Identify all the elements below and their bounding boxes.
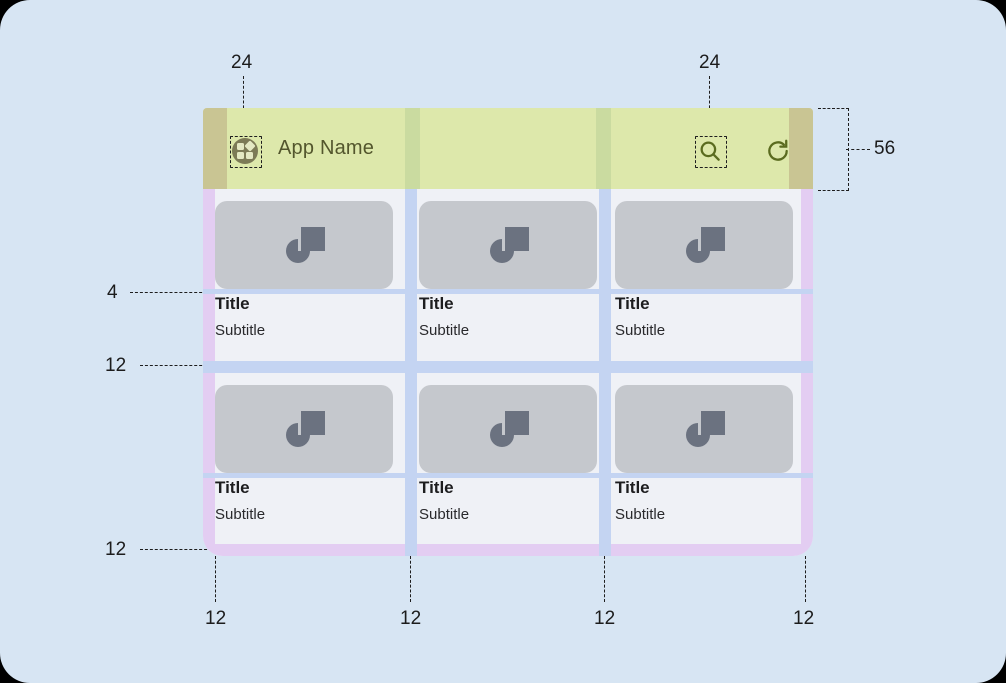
- card-meta: Title Subtitle: [215, 478, 393, 525]
- annotation-label-4: 4: [107, 282, 118, 303]
- card-thumbnail: [215, 385, 393, 473]
- annotation-label-12-left-margin: 12: [205, 608, 227, 629]
- app-title: App Name: [278, 137, 375, 159]
- appbar-left-padding-overlay: [203, 108, 227, 189]
- annotation-leader-24-left: [243, 76, 244, 128]
- card-thumbnail: [615, 201, 793, 289]
- grid-image-title-gap-row2: [203, 473, 813, 478]
- annotation-label-12-rowgutter: 12: [105, 355, 127, 376]
- annotation-bracket-appbar-height: [818, 108, 849, 191]
- grid-bottom-padding-overlay: [203, 544, 813, 556]
- appbar-right-padding-overlay: [789, 108, 813, 189]
- annotation-leader-4: [130, 292, 212, 293]
- refresh-icon[interactable]: [765, 138, 791, 164]
- image-placeholder-icon: [286, 411, 325, 447]
- annotation-leader-12-left-margin: [215, 556, 216, 602]
- device-frame: App Name: [203, 108, 813, 556]
- image-placeholder-icon: [490, 227, 529, 263]
- card-thumbnail: [419, 201, 597, 289]
- annotation-label-24-left: 24: [231, 52, 253, 73]
- card-meta: Title Subtitle: [419, 294, 597, 341]
- appbar-gutter-overlay-2: [596, 108, 611, 189]
- image-placeholder-icon: [686, 411, 725, 447]
- annotation-label-12-gutter-2: 12: [594, 608, 616, 629]
- card-subtitle: Subtitle: [215, 506, 266, 523]
- annotation-leader-12-rowgutter: [140, 365, 212, 366]
- appbar-gutter-overlay-1: [405, 108, 420, 189]
- annotation-label-12-gutter-1: 12: [400, 608, 422, 629]
- annotation-label-12-right-margin: 12: [793, 608, 815, 629]
- annotation-label-56: 56: [874, 138, 896, 159]
- annotation-leader-24-right: [709, 76, 710, 128]
- annotation-leader-56: [846, 149, 870, 150]
- card-subtitle: Subtitle: [615, 322, 666, 339]
- card-subtitle: Subtitle: [615, 506, 666, 523]
- annotation-leader-12-right-margin: [805, 556, 806, 602]
- image-placeholder-icon: [490, 411, 529, 447]
- annotation-label-24-right: 24: [699, 52, 721, 73]
- annotation-leader-12-gutter-2: [604, 556, 605, 602]
- card-subtitle: Subtitle: [419, 506, 470, 523]
- grid-row-gutter: [203, 361, 813, 373]
- card-grid: Title Subtitle Title Subtitle: [203, 189, 813, 556]
- image-placeholder-icon: [686, 227, 725, 263]
- widget-diamond: [244, 140, 256, 152]
- card-subtitle: Subtitle: [215, 322, 266, 339]
- card-meta: Title Subtitle: [615, 294, 793, 341]
- card-title: Title: [419, 478, 454, 497]
- app-widgets-icon[interactable]: [232, 138, 258, 164]
- widget-square-1: [237, 143, 244, 150]
- card-title: Title: [215, 478, 250, 497]
- card-subtitle: Subtitle: [419, 322, 470, 339]
- grid-image-title-gap-row1: [203, 289, 813, 294]
- image-placeholder-icon: [286, 227, 325, 263]
- card-thumbnail: [215, 201, 393, 289]
- app-bar: App Name: [203, 108, 813, 189]
- card-title: Title: [615, 294, 650, 313]
- card-title: Title: [419, 294, 454, 313]
- card-thumbnail: [615, 385, 793, 473]
- search-icon[interactable]: [697, 138, 723, 164]
- annotation-leader-12-bottompad: [140, 549, 212, 550]
- widget-square-2: [237, 152, 244, 159]
- annotation-label-12-bottompad: 12: [105, 539, 127, 560]
- card-title: Title: [615, 478, 650, 497]
- card-meta: Title Subtitle: [419, 478, 597, 525]
- card-title: Title: [215, 294, 250, 313]
- card-meta: Title Subtitle: [215, 294, 393, 341]
- annotation-leader-12-gutter-1: [410, 556, 411, 602]
- widget-square-3: [246, 152, 253, 159]
- card-meta: Title Subtitle: [615, 478, 793, 525]
- card-thumbnail: [419, 385, 597, 473]
